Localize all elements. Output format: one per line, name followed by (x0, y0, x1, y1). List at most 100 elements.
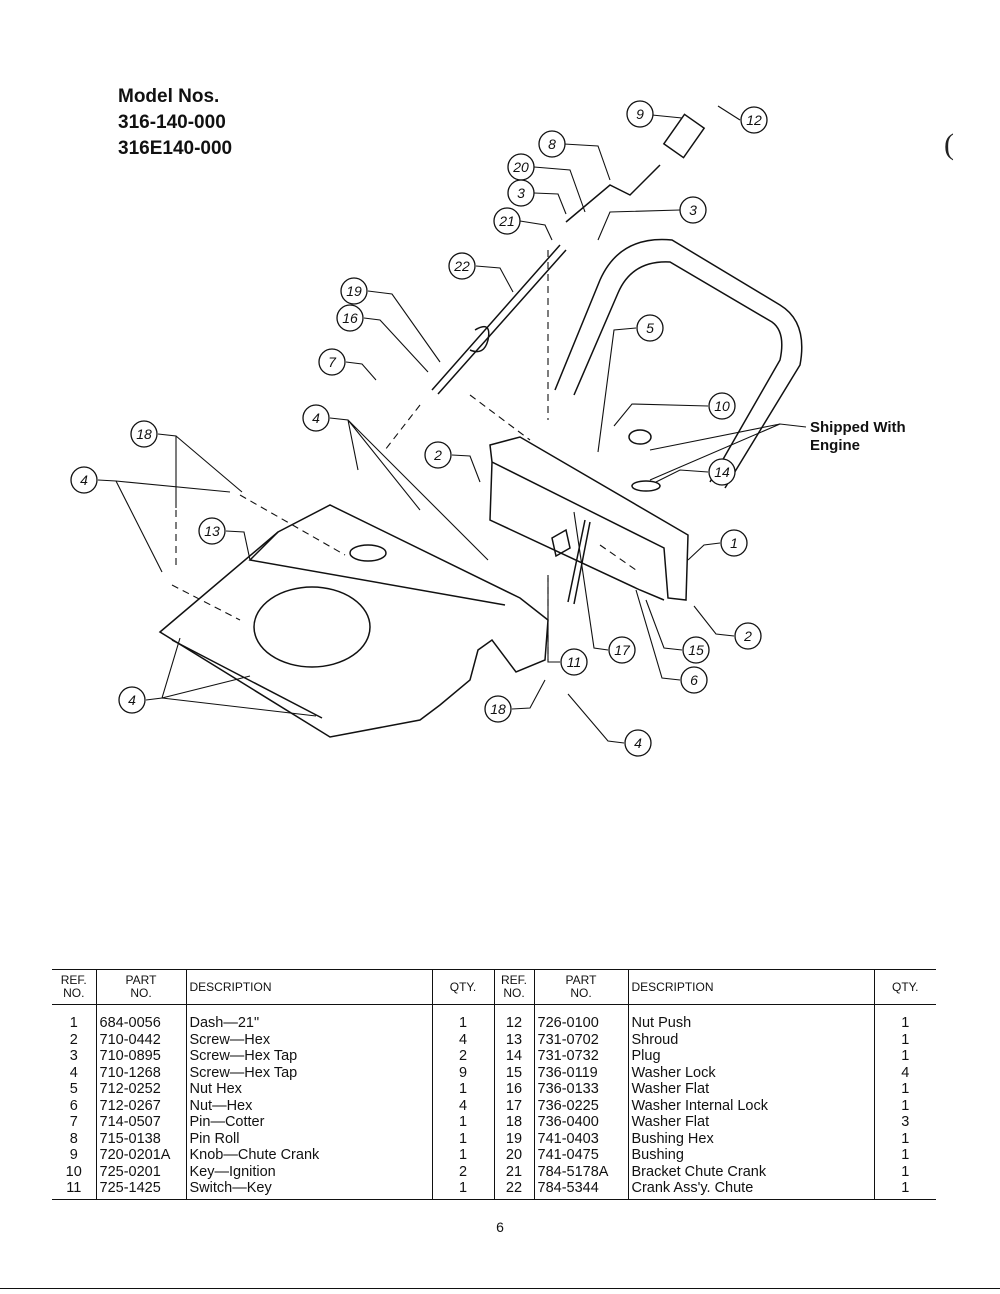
leader-8 (563, 143, 611, 181)
cell-part: 741-0475 (533, 1147, 628, 1164)
leader-4-top (329, 417, 489, 561)
cell-desc: Pin Roll (185, 1130, 432, 1147)
leader-13 (225, 530, 251, 561)
svg-text:20: 20 (512, 159, 529, 175)
cell-qty: 4 (431, 1031, 494, 1048)
cell-desc: Screw—Hex (185, 1031, 432, 1048)
leader-1 (687, 542, 721, 561)
cell-ref: 16 (493, 1081, 534, 1098)
cell-desc: Key—Ignition (185, 1163, 432, 1180)
shroud-outline (158, 504, 549, 738)
svg-text:8: 8 (548, 136, 556, 152)
handle-tube (554, 238, 803, 489)
leader-22 (475, 265, 514, 293)
leader-12 (717, 105, 741, 121)
cell-part: 784-5344 (533, 1180, 628, 1200)
cell-qty: 3 (873, 1114, 936, 1131)
crank-knob (662, 113, 706, 159)
cell-desc: Switch—Key (185, 1180, 432, 1200)
leader-7 (345, 361, 377, 381)
bottom-rule (0, 1288, 1000, 1289)
dash-panel (489, 436, 689, 601)
callout-4-left: 4 (70, 466, 98, 494)
cell-qty: 1 (873, 1031, 936, 1048)
cell-qty: 1 (431, 1147, 494, 1164)
cell-part: 736-0225 (533, 1097, 628, 1114)
cell-ref: 3 (69, 1048, 78, 1064)
cell-part: 731-0732 (533, 1048, 628, 1065)
engine-ignition-knob (628, 429, 652, 445)
cell-desc: Washer Lock (627, 1064, 874, 1081)
callout-5: 5 (636, 314, 664, 342)
leader-2-top (451, 454, 481, 483)
cell-part: 714-0507 (95, 1114, 186, 1131)
callout-8: 8 (538, 130, 566, 158)
cell-ref: 18 (493, 1114, 534, 1131)
leader-4-left (97, 479, 231, 573)
cell-ref: 17 (493, 1097, 534, 1114)
cell-qty: 4 (873, 1064, 936, 1081)
callout-21: 21 (493, 207, 521, 235)
leader-9 (651, 114, 683, 119)
header-qty: QTY. (431, 969, 494, 1005)
leader-11 (547, 578, 560, 663)
assembly-line-2 (469, 394, 531, 441)
svg-text:1: 1 (730, 535, 738, 551)
svg-text:9: 9 (636, 106, 644, 122)
callout-11: 11 (560, 648, 588, 676)
cell-ref: 19 (493, 1130, 534, 1147)
cell-desc: Dash—21" (185, 1004, 432, 1032)
cell-desc: Washer Internal Lock (627, 1097, 874, 1114)
svg-text:18: 18 (490, 701, 506, 717)
svg-text:3: 3 (689, 202, 697, 218)
exploded-parts-diagram: 9 12 8 20 3 3 21 22 19 16 7 5 10 4 18 4 … (70, 100, 807, 757)
cell-qty: 1 (873, 1097, 936, 1114)
svg-text:14: 14 (714, 464, 730, 480)
leader-6 (635, 589, 681, 681)
callout-13: 13 (198, 517, 226, 545)
cell-ref: 5 (69, 1081, 78, 1097)
header-ref-no-2: REF.NO. (493, 969, 534, 1005)
svg-text:13: 13 (204, 523, 220, 539)
chute-crank-rod (431, 244, 567, 395)
cell-ref: 7 (69, 1114, 78, 1130)
cell-ref: 11 (52, 1180, 96, 1200)
cell-ref: 14 (493, 1048, 534, 1065)
cell-part: 720-0201A (95, 1147, 186, 1164)
svg-text:15: 15 (688, 642, 704, 658)
header-qty-2: QTY. (873, 969, 936, 1005)
callout-9: 9 (626, 100, 654, 128)
svg-text:22: 22 (453, 258, 470, 274)
svg-text:21: 21 (498, 213, 515, 229)
assembly-line-5 (171, 584, 241, 621)
cell-ref: 2 (69, 1031, 78, 1048)
cell-part: 725-0201 (95, 1163, 186, 1180)
cell-ref: 6 (69, 1097, 78, 1114)
leader-2-right (693, 605, 735, 637)
cell-part: 726-0100 (533, 1004, 628, 1032)
cell-desc: Knob—Chute Crank (185, 1147, 432, 1164)
leader-4-bottom (567, 693, 625, 744)
assembly-line-4 (239, 494, 346, 556)
cell-qty: 1 (431, 1114, 494, 1131)
cell-ref: 4 (69, 1064, 78, 1081)
model-numbers: Model Nos. 316-140-000 316E140-000 (118, 84, 232, 162)
callout-2-top: 2 (424, 441, 452, 469)
cell-ref: 15 (493, 1064, 534, 1081)
cell-qty: 2 (431, 1163, 494, 1180)
callout-1: 1 (720, 529, 748, 557)
cell-qty: 1 (431, 1081, 494, 1098)
cell-desc: Bushing (627, 1147, 874, 1164)
cell-qty: 1 (873, 1163, 936, 1180)
leader-5 (597, 327, 637, 453)
crank-coil (469, 325, 490, 353)
cell-part: 710-0442 (95, 1031, 186, 1048)
cell-desc: Plug (627, 1048, 874, 1065)
